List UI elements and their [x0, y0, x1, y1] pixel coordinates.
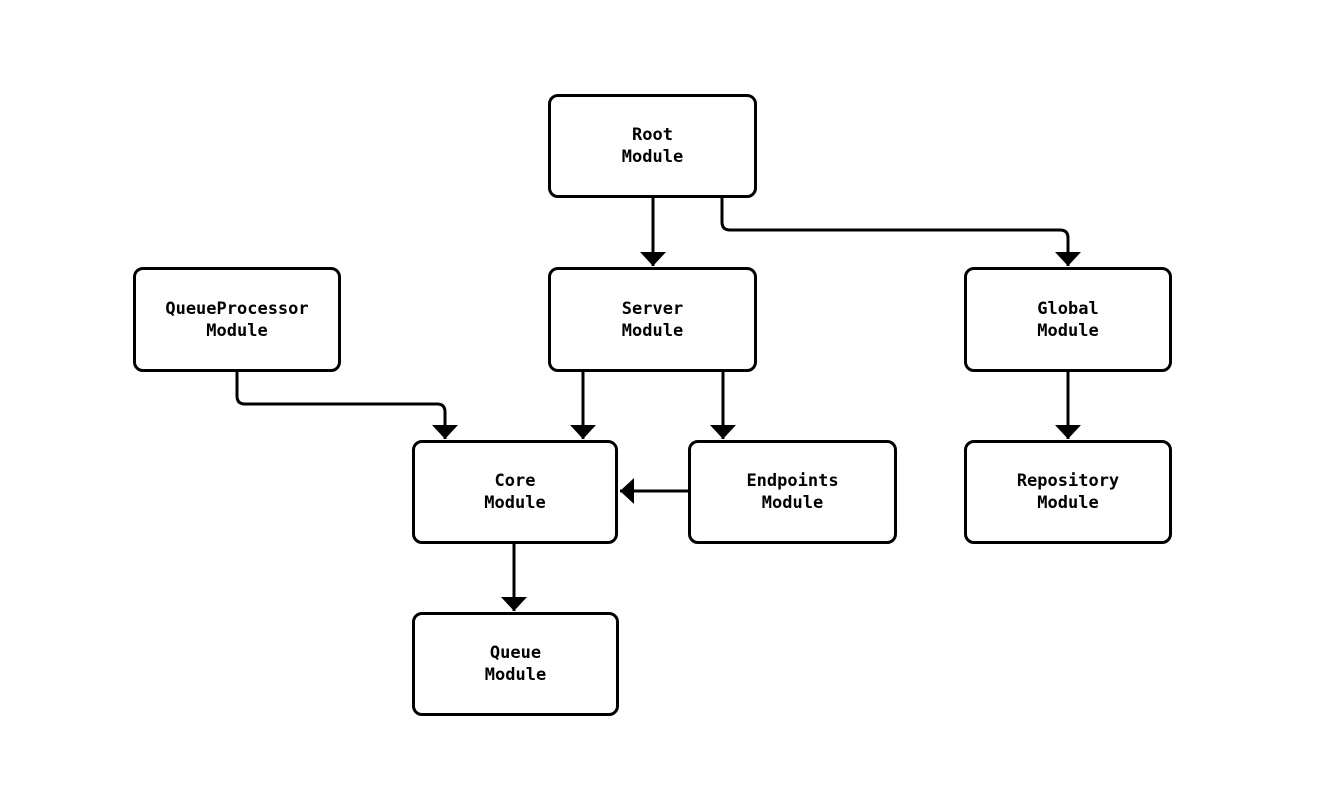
- edge-root-to-global: [720, 198, 1081, 266]
- node-queueprocessor-module-label: QueueProcessor Module: [165, 298, 309, 341]
- node-queue-module: Queue Module: [412, 612, 619, 716]
- node-queueprocessor-module: QueueProcessor Module: [133, 267, 341, 372]
- node-endpoints-module: Endpoints Module: [688, 440, 897, 544]
- node-endpoints-module-label: Endpoints Module: [746, 471, 839, 513]
- node-global-module-label: Global Module: [1037, 298, 1099, 341]
- node-core-module: Core Module: [412, 440, 618, 544]
- node-root-module: Root Module: [548, 94, 757, 198]
- edge-queueprocessor-to-core: [235, 372, 458, 439]
- node-core-module-label: Core Module: [484, 471, 546, 513]
- node-queue-module-label: Queue Module: [484, 643, 547, 685]
- node-server-module: Server Module: [548, 267, 757, 372]
- node-root-module-label: Root Module: [621, 125, 684, 167]
- node-server-module-label: Server Module: [621, 298, 684, 341]
- node-repository-module-label: Repository Module: [1016, 471, 1120, 513]
- node-global-module: Global Module: [964, 267, 1172, 372]
- node-repository-module: Repository Module: [964, 440, 1172, 544]
